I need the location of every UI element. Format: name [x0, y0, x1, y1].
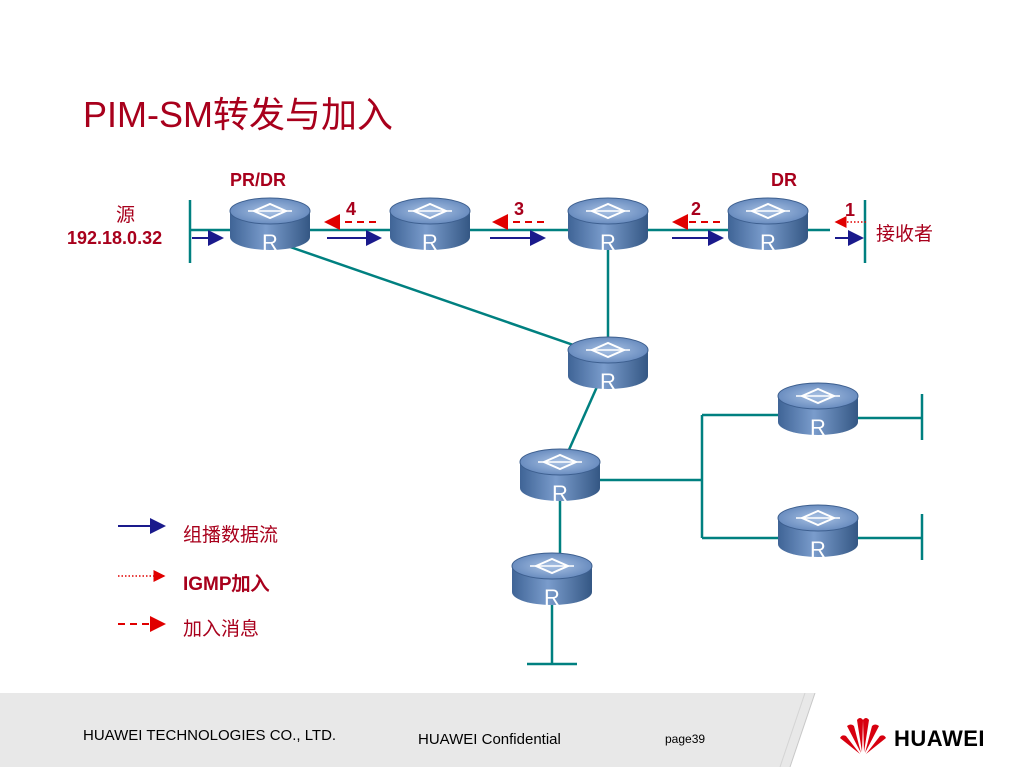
footer-decoration — [779, 693, 1023, 767]
router-letter: R — [600, 369, 616, 394]
legend-join: 加入消息 — [183, 619, 260, 640]
step-4: 4 — [346, 199, 357, 219]
router-letter: R — [262, 230, 278, 255]
legend-multicast: 组播数据流 — [183, 525, 279, 546]
lan-segments — [188, 200, 924, 666]
prdr-label: PR/DR — [230, 170, 287, 190]
router-letter: R — [552, 481, 568, 506]
page-number: page39 — [665, 732, 706, 746]
step-1: 1 — [845, 200, 856, 220]
huawei-logo-text: HUAWEI — [894, 726, 985, 751]
huawei-logo-icon — [840, 718, 886, 754]
page-title: PIM-SM转发与加入 — [83, 94, 393, 135]
router-letter: R — [810, 537, 826, 562]
step-2: 2 — [691, 199, 702, 219]
footer-confidential: HUAWEI Confidential — [418, 731, 561, 748]
footer-company: HUAWEI TECHNOLOGIES CO., LTD. — [83, 727, 337, 744]
step-3: 3 — [514, 199, 525, 219]
router-letter: R — [810, 415, 826, 440]
link-prdr-to-mid — [269, 238, 609, 359]
router-letters: R R R R R R R R R — [262, 230, 826, 610]
router-letter: R — [760, 230, 776, 255]
receiver-label: 接收者 — [876, 224, 934, 245]
network-diagram: R R R R R R R R R — [118, 197, 924, 666]
dr-label: DR — [771, 170, 797, 190]
router-letter: R — [422, 230, 438, 255]
source-ip: 192.18.0.32 — [67, 228, 163, 248]
legend-igmp: IGMP加入 — [183, 574, 270, 595]
router-letter: R — [600, 230, 616, 255]
router-letter: R — [544, 585, 560, 610]
source-name: 源 — [116, 205, 136, 226]
